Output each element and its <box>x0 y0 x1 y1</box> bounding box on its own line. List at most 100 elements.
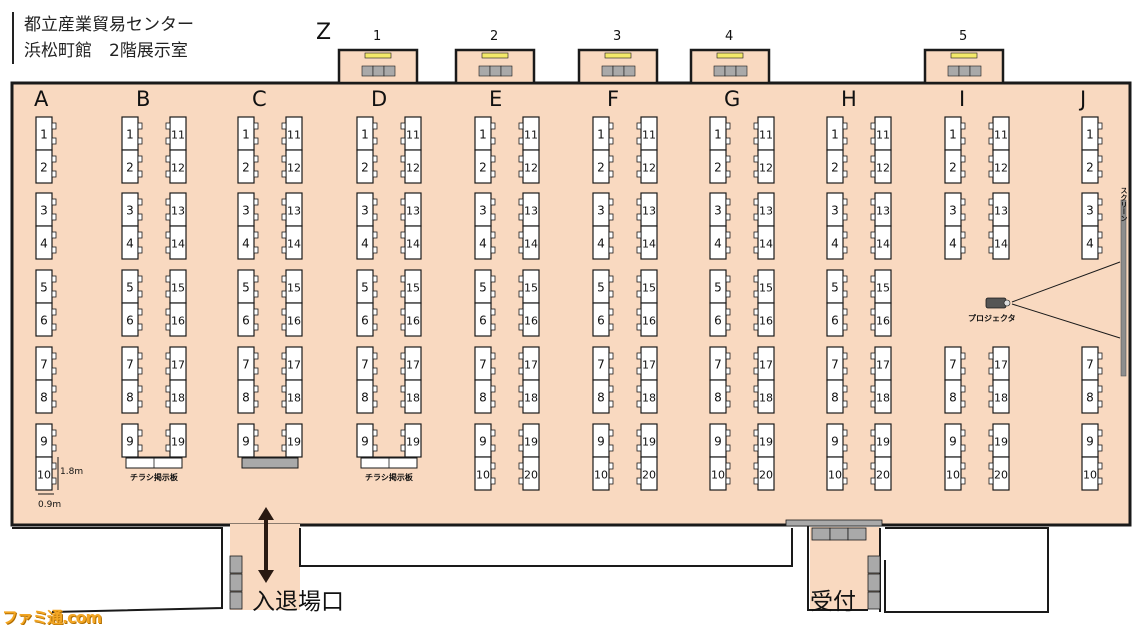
booth-chair <box>1097 122 1103 130</box>
booth-number: 2 <box>597 161 605 175</box>
booth <box>404 225 422 260</box>
booth-chair <box>870 308 876 316</box>
booth-number: 17 <box>524 359 538 372</box>
booth-chair <box>400 352 406 360</box>
booth-chair <box>137 155 143 163</box>
booth-chair <box>490 122 496 130</box>
booth-chair <box>281 231 287 239</box>
booth-chair <box>165 155 171 163</box>
booth <box>709 149 727 184</box>
booth-chair <box>372 290 378 298</box>
booth-chair <box>400 290 406 298</box>
booth-chair <box>372 400 378 408</box>
booth-number: 15 <box>406 282 420 295</box>
booth-chair <box>281 246 287 254</box>
booth-chair <box>51 198 57 206</box>
booth-number: 10 <box>1083 469 1097 482</box>
booth-chair <box>253 385 259 393</box>
booth-number: 17 <box>406 359 420 372</box>
column-label: I <box>959 87 966 111</box>
booth-number: 20 <box>642 469 656 482</box>
booth <box>356 225 374 260</box>
booth-chair <box>608 308 614 316</box>
booth-chair <box>372 246 378 254</box>
booth-chair <box>518 444 524 452</box>
booth-chair <box>960 477 966 485</box>
booth-chair <box>490 213 496 221</box>
reception-wall <box>807 525 868 611</box>
booth-chair <box>636 429 642 437</box>
booth-number: 12 <box>642 162 656 175</box>
booth-chair <box>165 198 171 206</box>
booth-number: 14 <box>759 238 773 251</box>
booth-number: 7 <box>40 358 48 372</box>
column-label: D <box>371 87 388 111</box>
booth-chair <box>1097 400 1103 408</box>
booth-chair <box>281 137 287 145</box>
zone-z-podium <box>481 52 509 59</box>
booth-number: 1 <box>126 128 134 142</box>
booth-chair <box>842 137 848 145</box>
booth-chair <box>518 198 524 206</box>
booth <box>404 302 422 337</box>
reception-label: 受付 <box>810 589 856 615</box>
booth-number: 18 <box>642 392 656 405</box>
booth-number: 6 <box>597 314 605 328</box>
booth-number: 12 <box>876 162 890 175</box>
booth-chair <box>372 352 378 360</box>
booth-chair <box>988 444 994 452</box>
booth-chair <box>165 122 171 130</box>
booth-number: 10 <box>594 469 608 482</box>
booth-chair <box>842 308 848 316</box>
booth-chair <box>400 137 406 145</box>
booth-chair <box>753 352 759 360</box>
booth-number: 14 <box>524 238 538 251</box>
booth-number: 5 <box>361 281 369 295</box>
booth-number: 4 <box>949 237 957 251</box>
booth <box>874 456 892 491</box>
entrance-label: 入退場口 <box>252 589 344 615</box>
flyer-board <box>241 457 299 469</box>
booth-chair <box>400 323 406 331</box>
booth-chair <box>51 213 57 221</box>
booth-chair <box>400 444 406 452</box>
booth-number: 4 <box>40 237 48 251</box>
booth-number: 9 <box>949 435 957 449</box>
booth-number: 9 <box>479 435 487 449</box>
booth <box>285 149 303 184</box>
booth <box>522 149 540 184</box>
zone-z-chair <box>478 65 491 77</box>
booth <box>640 456 658 491</box>
booth <box>709 456 727 491</box>
booth-chair <box>281 367 287 375</box>
booth <box>121 225 139 260</box>
booth <box>121 302 139 337</box>
booth <box>592 225 610 260</box>
booth-chair <box>753 137 759 145</box>
booth-number: 7 <box>714 358 722 372</box>
booth-chair <box>51 308 57 316</box>
booth-number: 10 <box>37 469 51 482</box>
booth <box>237 302 255 337</box>
booth-chair <box>608 231 614 239</box>
booth-number: 8 <box>949 391 957 405</box>
booth-chair <box>400 122 406 130</box>
booth-chair <box>400 170 406 178</box>
booth-number: 2 <box>361 161 369 175</box>
booth-number: 11 <box>524 129 538 142</box>
booth-number: 14 <box>876 238 890 251</box>
booth-chair <box>842 290 848 298</box>
booth <box>474 302 492 337</box>
booth-chair <box>725 170 731 178</box>
booth-chair <box>281 444 287 452</box>
booth-chair <box>518 137 524 145</box>
booth-chair <box>372 137 378 145</box>
booth-chair <box>165 385 171 393</box>
booth-grid: 1234567891012345678911121314151617181912… <box>35 116 1103 491</box>
booth <box>35 149 53 184</box>
booth-number: 9 <box>361 435 369 449</box>
booth-number: 1 <box>831 128 839 142</box>
booth-chair <box>490 198 496 206</box>
venue-floor: 浜松町館 2階展示室 <box>24 41 188 61</box>
zone-z-chair <box>969 65 982 77</box>
